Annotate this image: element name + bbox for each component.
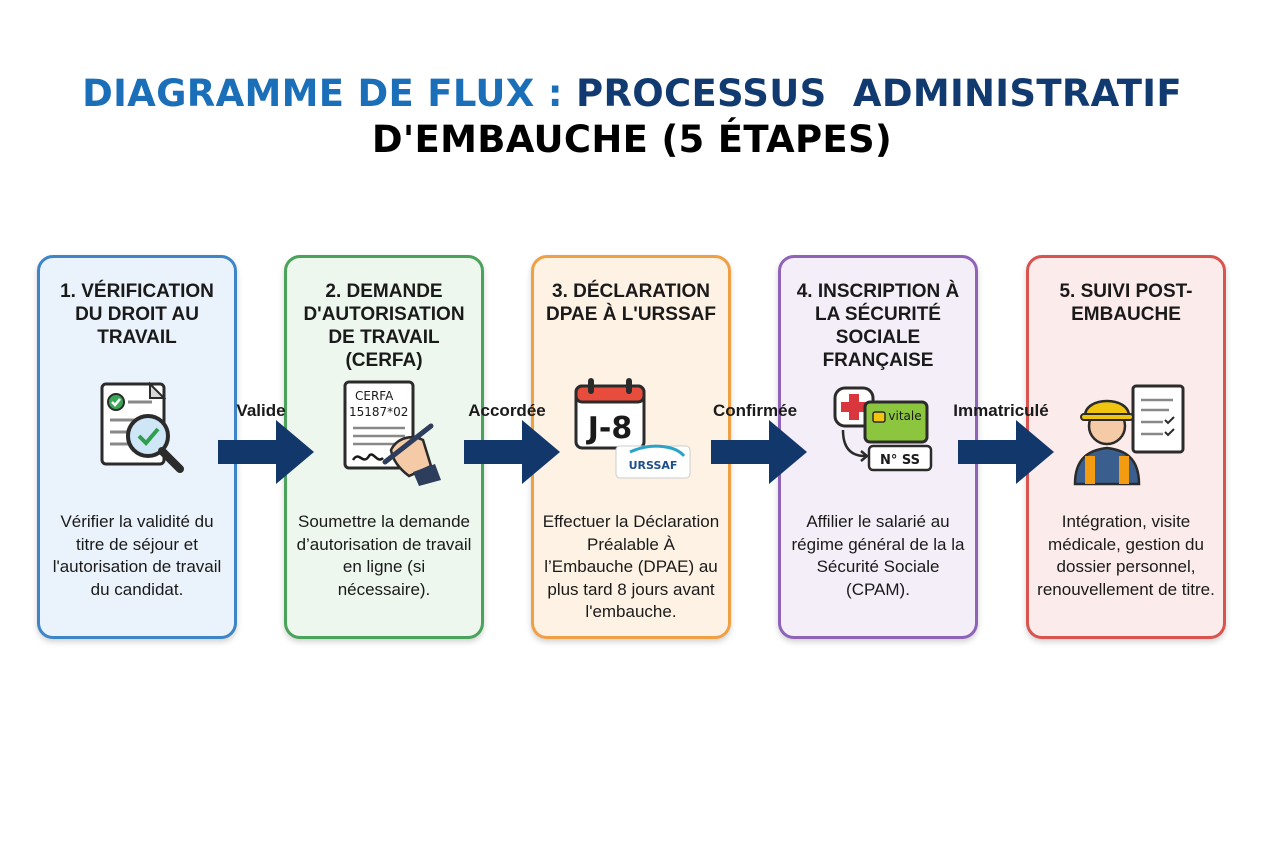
step-3-box: 3. DÉCLARATION DPAE À L'URSSAF J-8 URSSA… bbox=[531, 255, 731, 639]
diagram-title-line-1: DIAGRAMME DE FLUX : PROCESSUS ADMINISTRA… bbox=[0, 72, 1264, 116]
step-1-box: 1. VÉRIFICATION DU DROIT AU TRAVAIL Véri… bbox=[37, 255, 237, 639]
vitale-card-text: vitale bbox=[888, 409, 921, 423]
cerfa-label: CERFA bbox=[355, 389, 394, 403]
step-2-title: 2. DEMANDE D'AUTORISATION DE TRAVAIL (CE… bbox=[303, 281, 465, 371]
cerfa-number: 15187*02 bbox=[349, 405, 408, 419]
step-2-box: 2. DEMANDE D'AUTORISATION DE TRAVAIL (CE… bbox=[284, 255, 484, 639]
document-magnifier-check-icon bbox=[100, 381, 184, 473]
urssaf-logo-text: URSSAF bbox=[629, 459, 678, 472]
step-5-title: 5. SUIVI POST-EMBAUCHE bbox=[1059, 281, 1193, 325]
arrow-4-icon bbox=[958, 420, 1054, 484]
title-main: PROCESSUS ADMINISTRATIF bbox=[576, 72, 1182, 115]
arrow-2-icon bbox=[464, 420, 560, 484]
worker-checklist-icon bbox=[1073, 384, 1185, 486]
step-4-box: 4. INSCRIPTION À LA SÉCURITÉ SOCIALE FRA… bbox=[778, 255, 978, 639]
social-security-number-label: N° SS bbox=[880, 453, 920, 468]
connector-3-label: Confirmée bbox=[712, 401, 798, 420]
step-2-description: Soumettre la demande d’autorisation de t… bbox=[296, 512, 472, 599]
step-5-box: 5. SUIVI POST-EMBAUCHE Intégration, visi… bbox=[1026, 255, 1226, 639]
vitale-card-icon: vitale N° SS bbox=[833, 386, 933, 472]
step-1-description: Vérifier la validité du titre de séjour … bbox=[52, 512, 222, 599]
cerfa-form-signature-icon: CERFA 15187*02 bbox=[343, 380, 441, 486]
arrow-3-icon bbox=[711, 420, 807, 484]
connector-1-label: Valide bbox=[236, 401, 286, 420]
connector-2-label: Accordée bbox=[468, 401, 546, 420]
calendar-urssaf-icon: J-8 URSSAF bbox=[574, 378, 691, 479]
diagram-title-line-2: D'EMBAUCHE (5 ÉTAPES) bbox=[371, 118, 893, 161]
connector-4-label: Immatriculé bbox=[953, 401, 1049, 420]
step-3-description: Effectuer la Déclaration Préalable À l’E… bbox=[542, 512, 720, 621]
step-3-title: 3. DÉCLARATION DPAE À L'URSSAF bbox=[546, 281, 716, 325]
arrow-1-icon bbox=[218, 420, 314, 484]
step-4-title: 4. INSCRIPTION À LA SÉCURITÉ SOCIALE FRA… bbox=[796, 281, 960, 371]
step-1-title: 1. VÉRIFICATION DU DROIT AU TRAVAIL bbox=[60, 281, 214, 348]
title-prefix: DIAGRAMME DE FLUX : bbox=[82, 72, 577, 115]
step-5-description: Intégration, visite médicale, gestion du… bbox=[1037, 512, 1215, 599]
step-4-description: Affilier le salarié au régime général de… bbox=[791, 512, 965, 599]
deadline-label: J-8 bbox=[586, 411, 633, 446]
